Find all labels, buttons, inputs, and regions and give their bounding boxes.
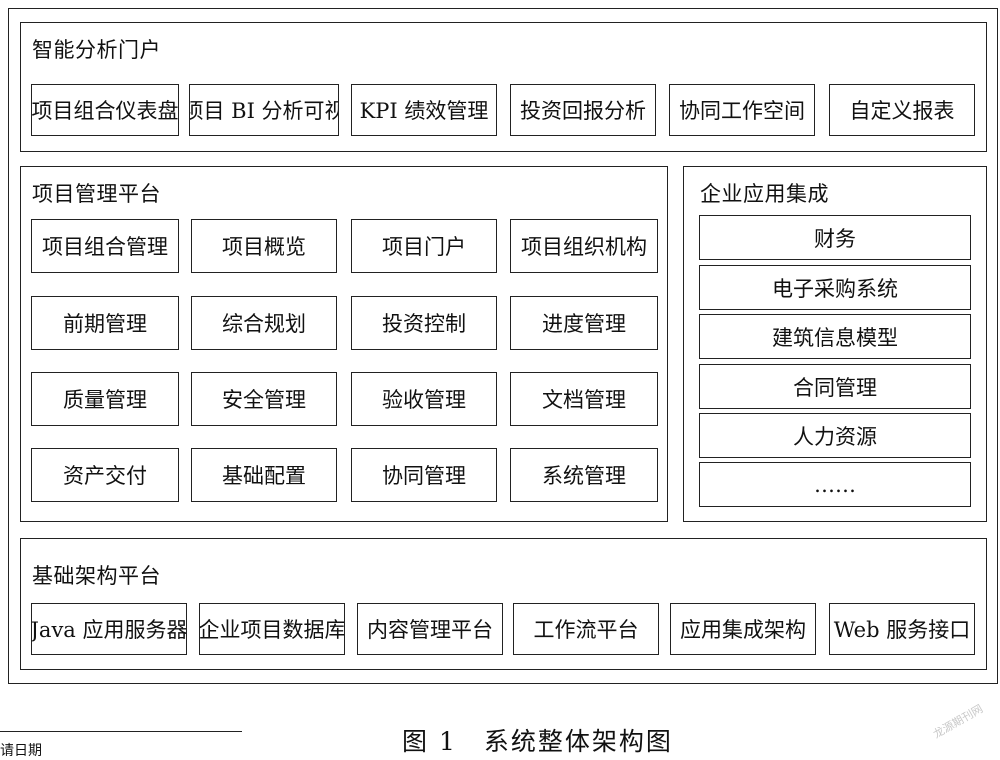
pm-module: 项目概览	[191, 219, 337, 273]
pm-module: 项目组合管理	[31, 219, 179, 273]
watermark: 龙源期刊网	[931, 702, 986, 741]
infra-item: 内容管理平台	[357, 603, 503, 655]
pm-module: 项目组织机构	[510, 219, 658, 273]
pm-module: 验收管理	[351, 372, 497, 426]
infra-item: Java 应用服务器	[31, 603, 187, 655]
portal-item: 自定义报表	[829, 84, 975, 136]
enterprise-item: 建筑信息模型	[699, 314, 971, 359]
infra-item: 工作流平台	[513, 603, 659, 655]
pm-module: 协同管理	[351, 448, 497, 502]
pm-module: 综合规划	[191, 296, 337, 350]
architecture-frame	[8, 8, 998, 684]
infra-item: 应用集成架构	[670, 603, 816, 655]
enterprise-item: 合同管理	[699, 364, 971, 409]
infra-title: 基础架构平台	[32, 564, 161, 588]
portal-item: 项目 BI 分析可视	[189, 84, 339, 136]
portal-item: 项目组合仪表盘	[31, 84, 179, 136]
enterprise-title: 企业应用集成	[700, 182, 829, 206]
pm-module: 进度管理	[510, 296, 658, 350]
pm-module: 系统管理	[510, 448, 658, 502]
footnote-rule	[0, 731, 242, 732]
pm-module: 投资控制	[351, 296, 497, 350]
pm-module: 基础配置	[191, 448, 337, 502]
enterprise-item: ……	[699, 462, 971, 507]
figure-caption: 图 1 系统整体架构图	[402, 727, 673, 756]
portal-item: 协同工作空间	[669, 84, 815, 136]
enterprise-item: 电子采购系统	[699, 265, 971, 310]
pm-platform-title: 项目管理平台	[32, 182, 161, 206]
pm-module: 前期管理	[31, 296, 179, 350]
infra-item: Web 服务接口	[829, 603, 975, 655]
pm-module: 文档管理	[510, 372, 658, 426]
infra-item: 企业项目数据库	[199, 603, 345, 655]
portal-panel	[20, 22, 987, 152]
footnote-text: 请日期	[0, 743, 42, 759]
enterprise-item: 人力资源	[699, 413, 971, 458]
enterprise-item: 财务	[699, 215, 971, 260]
portal-item: KPI 绩效管理	[351, 84, 497, 136]
pm-module: 项目门户	[351, 219, 497, 273]
portal-item: 投资回报分析	[510, 84, 656, 136]
pm-module: 资产交付	[31, 448, 179, 502]
pm-module: 质量管理	[31, 372, 179, 426]
pm-module: 安全管理	[191, 372, 337, 426]
portal-title: 智能分析门户	[32, 38, 161, 62]
